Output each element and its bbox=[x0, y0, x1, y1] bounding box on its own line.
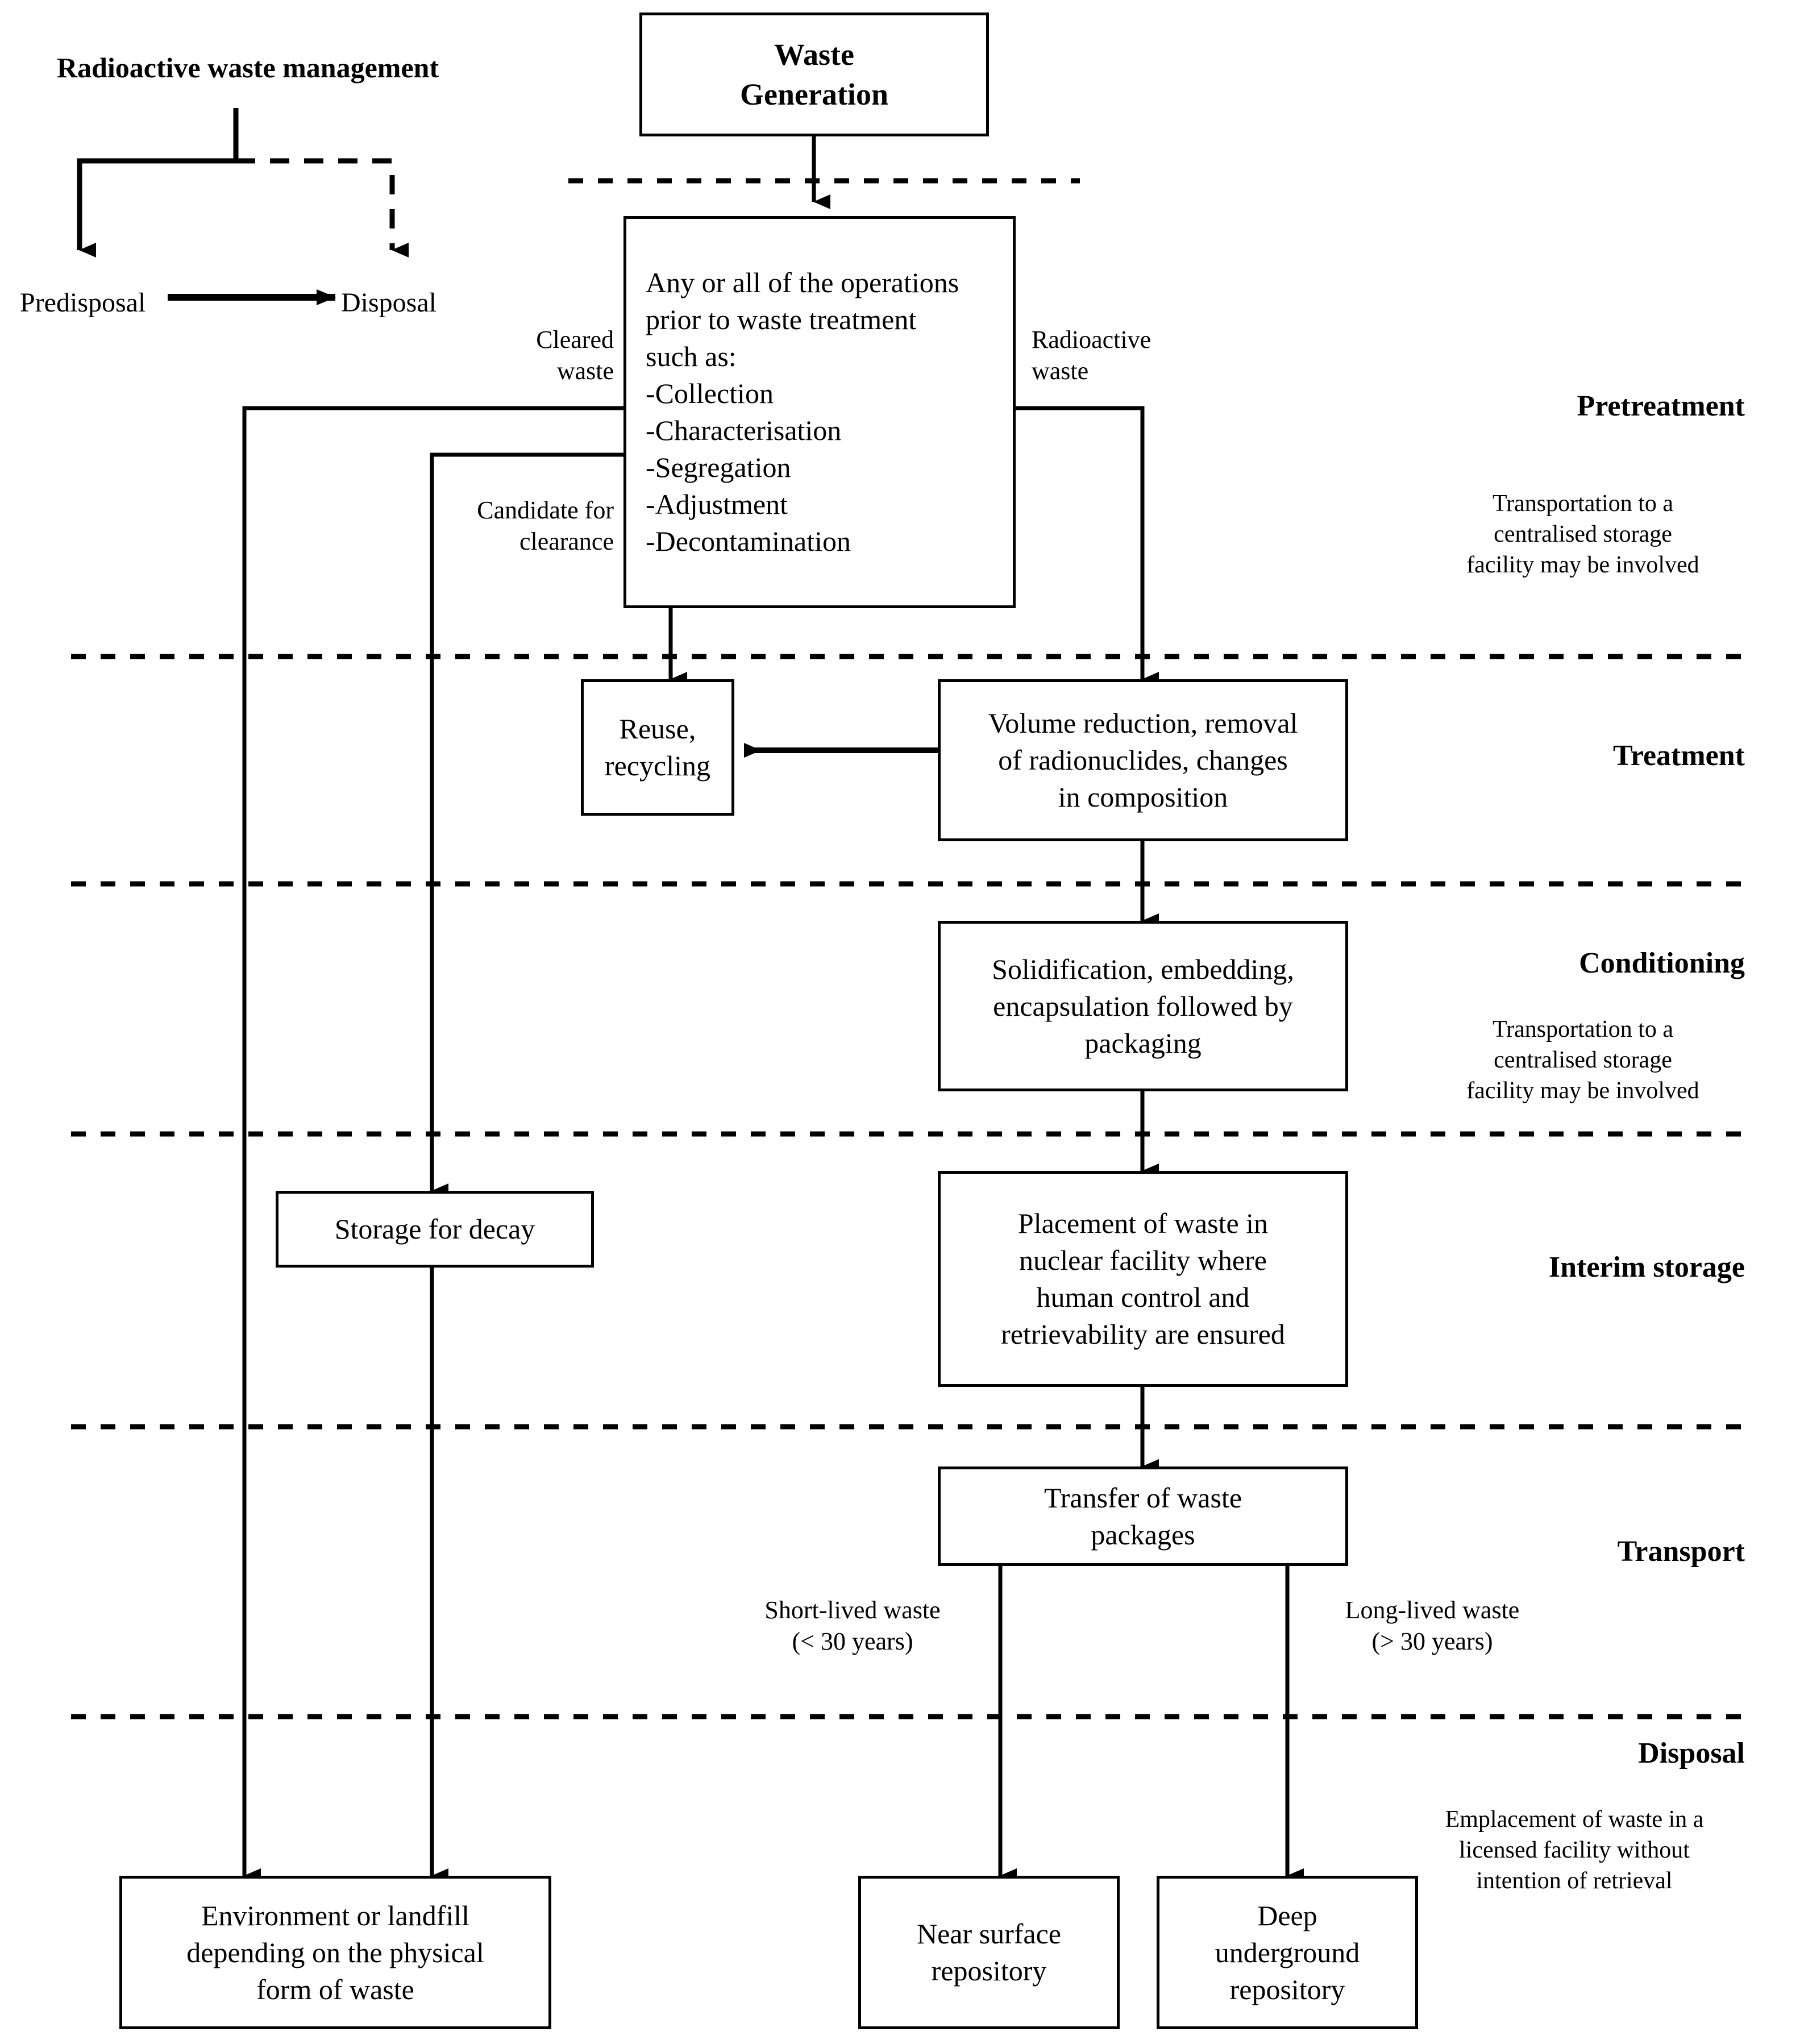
legend-disposal-label: Disposal bbox=[341, 288, 437, 318]
node-treatment-label: Volume reduction, removal of radionuclid… bbox=[988, 707, 1298, 813]
stage-note-pretreatment: Transportation to a centralised storage … bbox=[1466, 491, 1699, 578]
edge-label-short-lived-waste: Short-lived waste (< 30 years) bbox=[764, 1596, 941, 1655]
legend-predisposal-label: Predisposal bbox=[20, 288, 146, 318]
node-near-surface-repository[interactable]: Near surface repository bbox=[858, 1876, 1120, 2029]
node-conditioning[interactable]: Solidification, embedding, encapsulation… bbox=[938, 921, 1348, 1091]
node-waste-generation-label: Waste Generation bbox=[740, 37, 888, 111]
node-transport-label: Transfer of waste packages bbox=[1044, 1481, 1242, 1551]
node-environment-landfill[interactable]: Environment or landfill depending on the… bbox=[119, 1876, 551, 2029]
node-reuse-recycling-label: Reuse, recycling bbox=[604, 713, 710, 782]
node-conditioning-label: Solidification, embedding, encapsulation… bbox=[992, 953, 1294, 1059]
edge-label-radioactive-waste: Radioactive waste bbox=[1032, 326, 1151, 385]
stage-title-transport: Transport bbox=[1617, 1535, 1745, 1568]
stage-title-disposal: Disposal bbox=[1638, 1737, 1745, 1769]
edge-label-candidate-for-clearance: Candidate for clearance bbox=[477, 496, 614, 555]
edge-label-long-lived-waste: Long-lived waste (> 30 years) bbox=[1345, 1596, 1520, 1655]
node-environment-landfill-label: Environment or landfill depending on the… bbox=[186, 1899, 484, 2005]
node-storage-for-decay[interactable]: Storage for decay bbox=[276, 1191, 594, 1268]
edge-candidate-for-clearance bbox=[430, 452, 623, 1198]
stage-title-conditioning: Conditioning bbox=[1579, 947, 1745, 979]
edge-label-cleared-waste: Cleared waste bbox=[536, 326, 614, 385]
stage-note-disposal: Emplacement of waste in a licensed facil… bbox=[1445, 1806, 1704, 1894]
node-waste-generation[interactable]: Waste Generation bbox=[639, 13, 989, 136]
stage-title-treatment: Treatment bbox=[1613, 740, 1745, 772]
legend-connectors bbox=[77, 108, 409, 305]
edge-cleared-waste bbox=[242, 406, 623, 1883]
node-interim-storage-label: Placement of waste in nuclear facility w… bbox=[1001, 1207, 1285, 1350]
node-pretreatment-operations-label: Any or all of the operations prior to wa… bbox=[646, 267, 959, 557]
node-near-surface-repository-label: Near surface repository bbox=[917, 1918, 1061, 1987]
node-storage-for-decay-label: Storage for decay bbox=[334, 1213, 535, 1245]
stage-title-pretreatment: Pretreatment bbox=[1577, 390, 1745, 422]
node-deep-underground-repository[interactable]: Deep underground repository bbox=[1157, 1876, 1418, 2029]
diagram-title: Radioactive waste management bbox=[57, 52, 439, 84]
edge-radioactive-waste bbox=[1015, 406, 1159, 687]
stage-title-interim-storage: Interim storage bbox=[1548, 1251, 1745, 1283]
node-treatment[interactable]: Volume reduction, removal of radionuclid… bbox=[938, 679, 1348, 841]
node-pretreatment-operations[interactable]: Any or all of the operations prior to wa… bbox=[623, 216, 1016, 608]
stage-note-conditioning: Transportation to a centralised storage … bbox=[1466, 1016, 1699, 1104]
node-interim-storage[interactable]: Placement of waste in nuclear facility w… bbox=[938, 1171, 1348, 1387]
node-reuse-recycling[interactable]: Reuse, recycling bbox=[581, 679, 734, 816]
node-deep-underground-repository-label: Deep underground repository bbox=[1215, 1899, 1360, 2005]
node-transport[interactable]: Transfer of waste packages bbox=[938, 1466, 1348, 1566]
